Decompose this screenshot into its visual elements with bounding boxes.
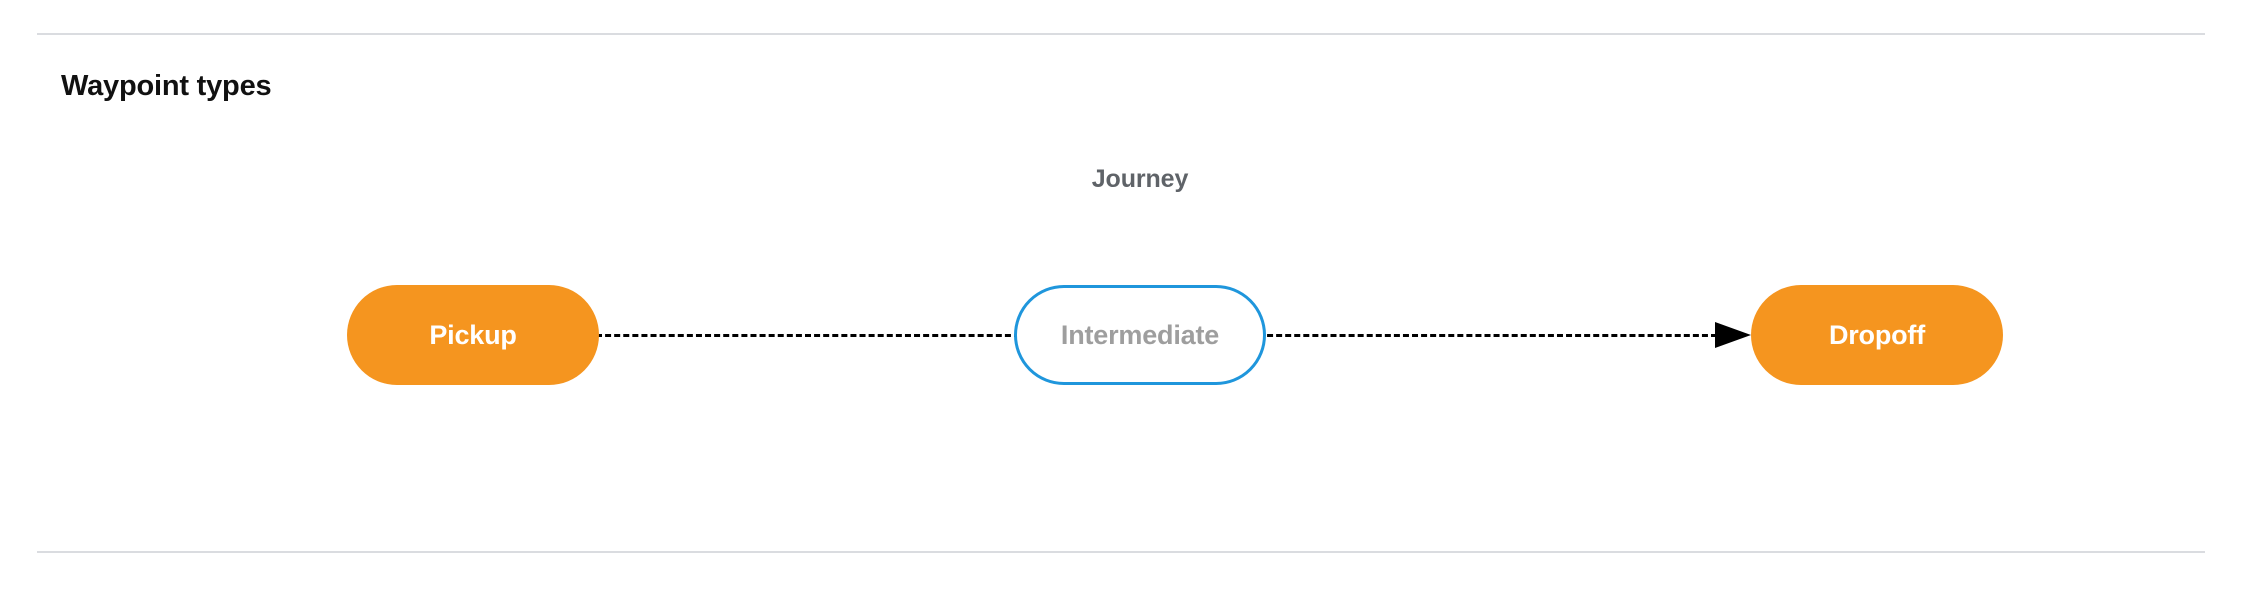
waypoint-node-dropoff-label: Dropoff [1828,319,1926,350]
section-divider-top [37,33,2205,35]
section-divider-bottom [37,551,2205,553]
waypoint-node-intermediate-label: Intermediate [1060,319,1220,350]
waypoint-node-intermediate[interactable]: Intermediate [1014,285,1266,385]
connector-intermediate-to-dropoff [1258,334,1717,337]
connector-pickup-to-intermediate [596,334,1020,337]
journey-group-label: Journey [1091,165,1189,193]
waypoint-node-pickup[interactable]: Pickup [347,285,599,385]
page-title: Waypoint types [61,70,272,102]
waypoint-node-pickup-label: Pickup [429,319,517,350]
arrowhead-icon [1715,322,1751,348]
waypoint-node-dropoff[interactable]: Dropoff [1751,285,2003,385]
